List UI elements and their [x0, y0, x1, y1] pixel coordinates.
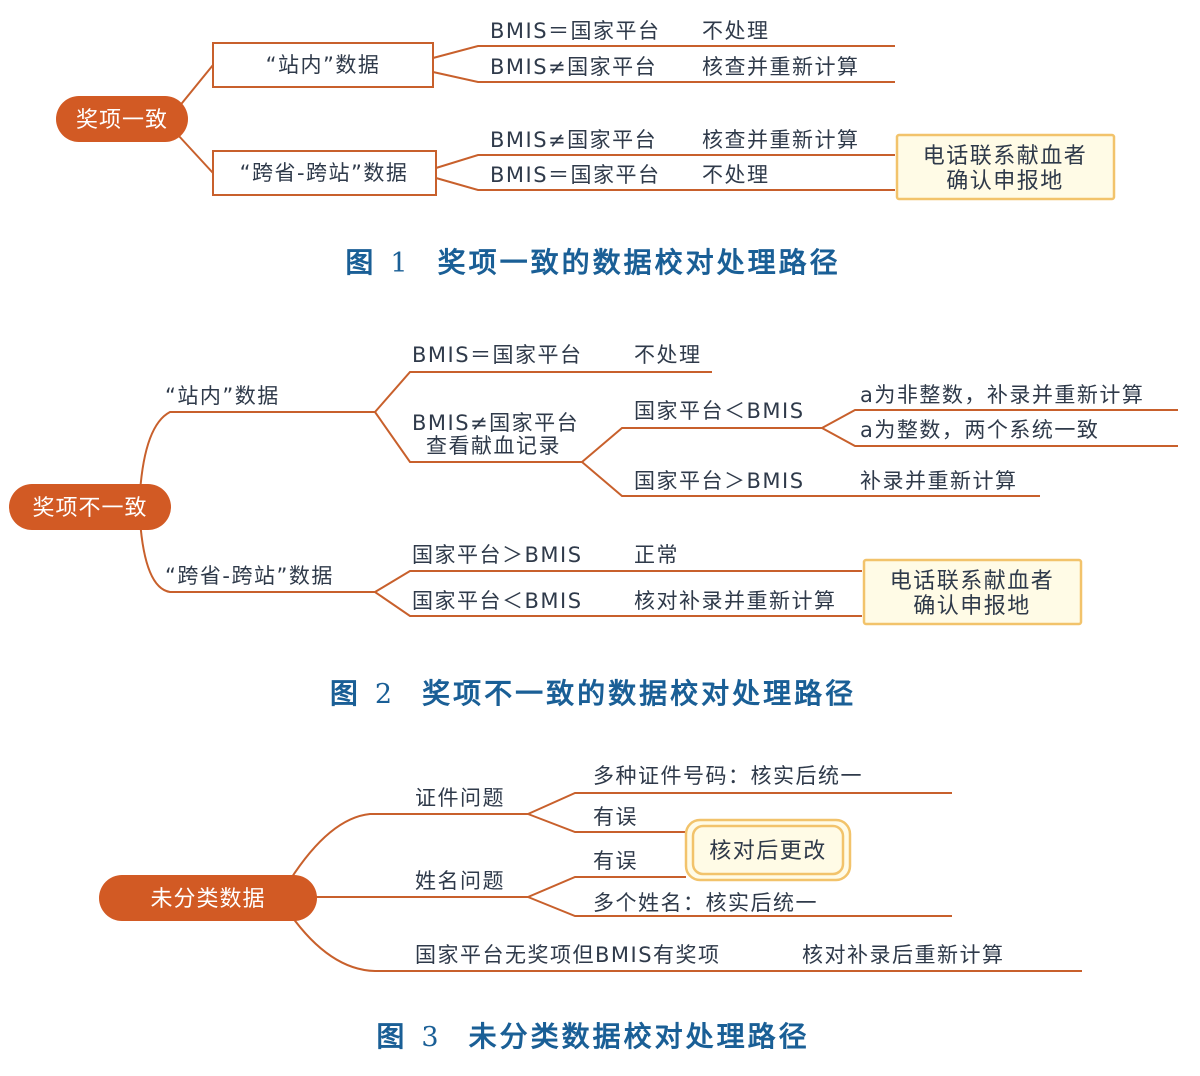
f1-caption-label: 图	[345, 246, 376, 279]
f1-link-cross-eq	[435, 177, 895, 191]
f2-link-station-neq	[374, 411, 582, 463]
f1-link-station-eq	[432, 45, 895, 59]
f1-link-root-station	[177, 64, 214, 109]
f2-link-neq-gt	[581, 461, 1040, 497]
f2-branch-cross-label: “跨省-跨站”数据	[165, 564, 334, 588]
f1-link-cross-neq	[435, 154, 895, 169]
f1-cross-neq-cond: BMIS≠国家平台	[490, 128, 657, 152]
f3-caption-text: 未分类数据校对处理路径	[469, 1020, 810, 1053]
f2-eq-cond: BMIS＝国家平台	[412, 343, 583, 367]
f2-eq-action: 不处理	[634, 343, 702, 367]
f2-cross-gt-cond: 国家平台＞BMIS	[412, 543, 583, 567]
f1-branch-cross-box	[212, 150, 437, 196]
f3-caption-label: 图	[376, 1020, 407, 1053]
f1-root-node	[56, 96, 188, 142]
f1-station-neq-action: 核查并重新计算	[702, 55, 860, 79]
f3-branch-name-label: 姓名问题	[415, 869, 505, 893]
f1-station-eq-cond: BMIS＝国家平台	[490, 19, 661, 43]
f2-cross-lt-cond: 国家平台＜BMIS	[412, 589, 583, 613]
f1-caption-num: 1	[390, 248, 407, 279]
f2-link-cross-lt	[374, 591, 862, 617]
f2-neq-line1: BMIS≠国家平台	[412, 411, 579, 435]
f2-link-lt-a2	[821, 427, 1178, 447]
f3-link-root-award	[289, 913, 1082, 972]
f3-award-cond: 国家平台无奖项但BMIS有奖项	[415, 943, 721, 967]
f2-note-box	[862, 558, 1083, 626]
f1-link-station-neq	[432, 71, 895, 83]
f1-branch-station-label: “站内”数据	[266, 53, 381, 77]
f3-branch-id-label: 证件问题	[415, 786, 505, 810]
f3-root-node	[99, 875, 317, 921]
f2-link-root-station	[139, 411, 375, 493]
figure-3: 未分类数据 证件问题 姓名问题 多种证件号码：核实后统一 有误 有误 多个姓名：…	[99, 764, 1082, 1053]
f3-name-multi: 多个姓名：核实后统一	[593, 891, 818, 915]
f2-link-station-eq	[374, 371, 712, 413]
f2-gt-cond: 国家平台＞BMIS	[634, 469, 805, 493]
f3-caption-num: 3	[421, 1022, 438, 1053]
figure-2: 奖项不一致 “站内”数据 “跨省-跨站”数据 BMIS＝国家平台 不处理 BMI…	[9, 343, 1178, 710]
f3-fix-box-label: 核对后更改	[709, 839, 827, 864]
f1-branch-station-box	[212, 42, 434, 88]
f2-note-line1: 电话联系献血者	[890, 569, 1055, 594]
f3-id-multi: 多种证件号码：核实后统一	[593, 764, 863, 788]
f1-cross-neq-action: 核查并重新计算	[702, 128, 860, 152]
f3-link-root-id	[289, 813, 528, 881]
f1-station-neq-cond: BMIS≠国家平台	[490, 55, 657, 79]
f3-award-action: 核对补录后重新计算	[802, 943, 1005, 967]
f2-branch-station-label: “站内”数据	[165, 384, 280, 408]
figure-1: 奖项一致 “站内”数据 “跨省-跨站”数据 BMIS＝国家平台 不处理 BMIS…	[56, 19, 1116, 279]
f3-link-name-multi	[527, 896, 952, 917]
f2-link-cross-gt	[374, 570, 862, 593]
f1-cross-eq-action: 不处理	[702, 163, 770, 187]
f2-caption-text: 奖项不一致的数据校对处理路径	[422, 677, 856, 710]
f3-link-id-error	[527, 813, 686, 833]
f1-branch-cross-label: “跨省-跨站”数据	[240, 161, 409, 185]
f2-root-node	[9, 484, 171, 530]
f3-name-error: 有误	[593, 849, 638, 873]
f1-root-label: 奖项一致	[76, 108, 168, 133]
f2-link-neq-lt	[581, 427, 822, 463]
f3-id-error: 有误	[593, 805, 638, 829]
f1-cross-eq-cond: BMIS＝国家平台	[490, 163, 661, 187]
f1-note-line1: 电话联系献血者	[923, 144, 1088, 169]
f2-lt-cond: 国家平台＜BMIS	[634, 399, 805, 423]
f2-link-lt-a1	[821, 409, 1178, 429]
f1-station-eq-action: 不处理	[702, 19, 770, 43]
f2-caption-label: 图	[330, 677, 361, 710]
f2-neq-line2: 查看献血记录	[426, 434, 561, 458]
f1-note-line2: 确认申报地	[946, 169, 1064, 194]
f1-caption-text: 奖项一致的数据校对处理路径	[438, 246, 841, 279]
f2-link-root-cross	[139, 519, 375, 593]
f2-lt-action1: a为非整数，补录并重新计算	[860, 383, 1144, 407]
f2-note-line2: 确认申报地	[913, 594, 1031, 619]
f1-note-box	[895, 133, 1116, 201]
f2-cross-gt-action: 正常	[634, 543, 679, 567]
f1-link-root-cross	[177, 134, 214, 174]
f2-lt-action2: a为整数，两个系统一致	[860, 418, 1099, 442]
f3-link-name-error	[527, 876, 686, 898]
f2-root-label: 奖项不一致	[32, 496, 147, 521]
f3-link-id-multi	[527, 792, 952, 815]
f2-gt-action: 补录并重新计算	[860, 469, 1018, 493]
f3-root-label: 未分类数据	[150, 887, 265, 912]
f2-caption-num: 2	[375, 679, 392, 710]
f2-cross-lt-action: 核对补录并重新计算	[634, 589, 837, 613]
f3-fix-box-inner	[691, 824, 845, 876]
